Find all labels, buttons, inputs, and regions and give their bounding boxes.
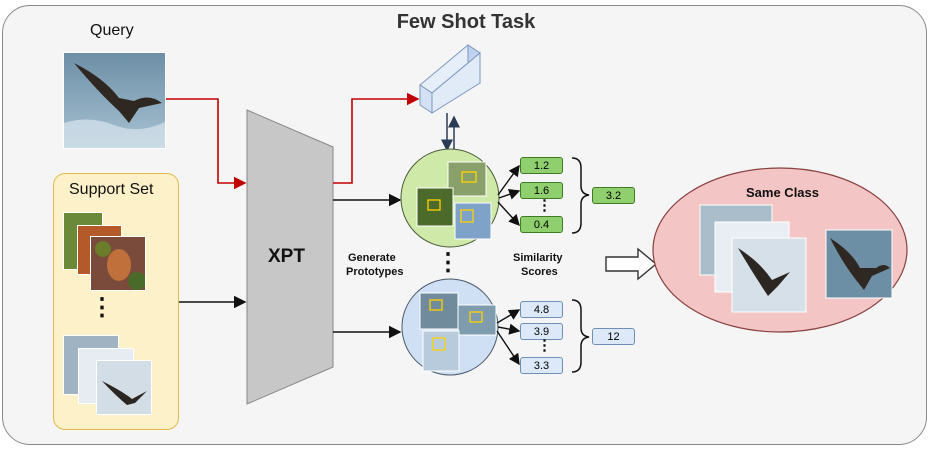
xpt-block <box>246 109 334 405</box>
green-brace <box>571 157 590 234</box>
blue-score-2: 3.9 <box>520 323 563 340</box>
green-score-sum: 3.2 <box>592 187 635 204</box>
blue-brace <box>571 299 590 373</box>
xpt-to-token-arrow <box>333 92 420 184</box>
diagram-title: Few Shot Task <box>396 11 536 33</box>
blue-score-ellipsis: ⋮ <box>537 337 552 354</box>
support-image-3 <box>90 236 146 291</box>
similarity-scores-label-line1: Similarity <box>513 252 563 264</box>
blue-score-3: 3.3 <box>520 357 563 374</box>
prototype-ellipsis: ⋮ <box>436 249 460 276</box>
support-set-label: Support Set <box>69 181 154 198</box>
generate-prototypes-label-line2: Prototypes <box>346 266 404 278</box>
blue-score-sum: 12 <box>592 328 635 345</box>
query-arrow <box>166 98 247 190</box>
same-class-label: Same Class <box>746 185 819 200</box>
support-ellipsis: ⋮ <box>90 294 114 321</box>
similarity-scores-label-line2: Scores <box>521 266 558 278</box>
blue-score-1: 4.8 <box>520 301 563 318</box>
query-label: Query <box>90 22 134 39</box>
green-score-2: 1.6 <box>520 182 563 199</box>
result-arrow <box>605 247 658 281</box>
green-score-3: 0.4 <box>520 216 563 233</box>
green-score-1: 1.2 <box>520 157 563 174</box>
query-image <box>63 52 166 149</box>
generate-prototypes-label-line1: Generate <box>348 252 396 264</box>
query-token-box <box>419 44 481 114</box>
support-image-6 <box>96 360 152 415</box>
green-score-ellipsis: ⋮ <box>537 197 552 214</box>
xpt-label: XPT <box>268 246 305 267</box>
